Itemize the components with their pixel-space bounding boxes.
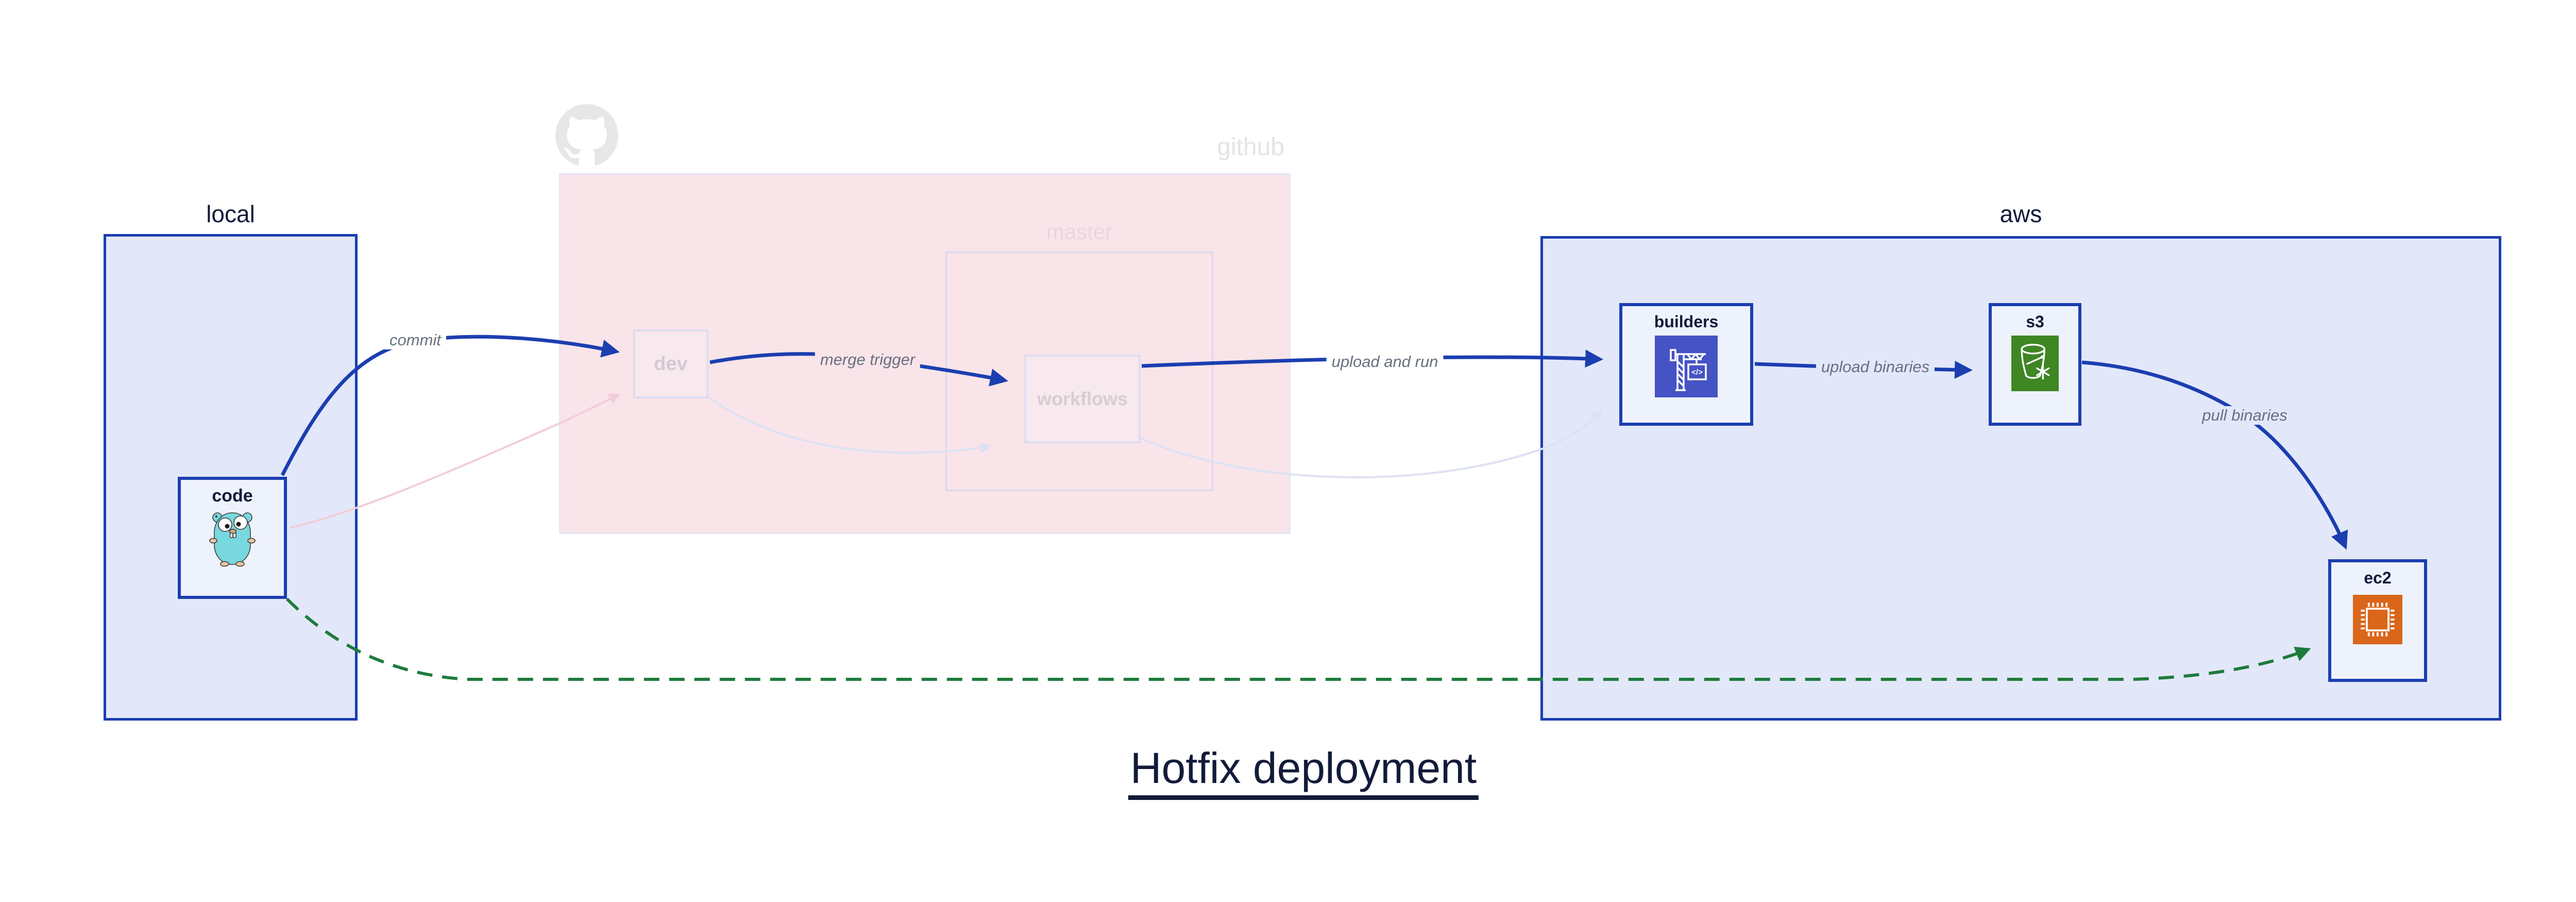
diagram-title: Hotfix deployment [1128,743,1479,800]
aws-s3-glacier-icon [2011,336,2059,391]
edge-label-pull-binaries: pull binaries [2197,406,2293,425]
go-gopher-icon [209,509,256,570]
node-s3: s3 [1989,303,2081,426]
aws-ec2-icon [2353,595,2402,644]
node-builders: builders </> [1619,303,1753,426]
node-code: code [178,477,287,599]
edge-label-upload-binaries: upload binaries [1816,358,1935,376]
edge-label-upload-and-run: upload and run [1326,353,1444,371]
edge-faded-workflows-builders [1140,410,1603,479]
master-group-label: master [1046,220,1113,244]
edge-hotfix-dashed [285,597,2311,681]
edge-faded-dev-workflows [700,390,992,454]
github-octocat-icon [555,104,618,167]
aws-group-label: aws [1999,201,2042,227]
edge-commit [280,335,620,476]
node-workflows: workflows [1024,355,1141,443]
edge-label-commit: commit [384,331,446,349]
edge-faded-code-dev [289,394,620,529]
node-s3-label: s3 [2026,312,2044,331]
node-dev-label: dev [654,353,688,375]
node-builders-label: builders [1654,312,1719,331]
local-group-label: local [206,201,255,227]
edge-label-merge-trigger: merge trigger [815,350,921,369]
node-ec2: ec2 [2328,559,2427,682]
edge-pull-binaries [2081,360,2348,550]
aws-codebuild-icon: </> [1655,336,1718,397]
node-ec2-label: ec2 [2364,569,2392,587]
svg-text:</>: </> [1691,368,1703,377]
github-group-label: github [1217,133,1284,161]
node-workflows-label: workflows [1037,388,1128,409]
node-dev: dev [633,329,708,398]
node-code-label: code [212,486,253,506]
